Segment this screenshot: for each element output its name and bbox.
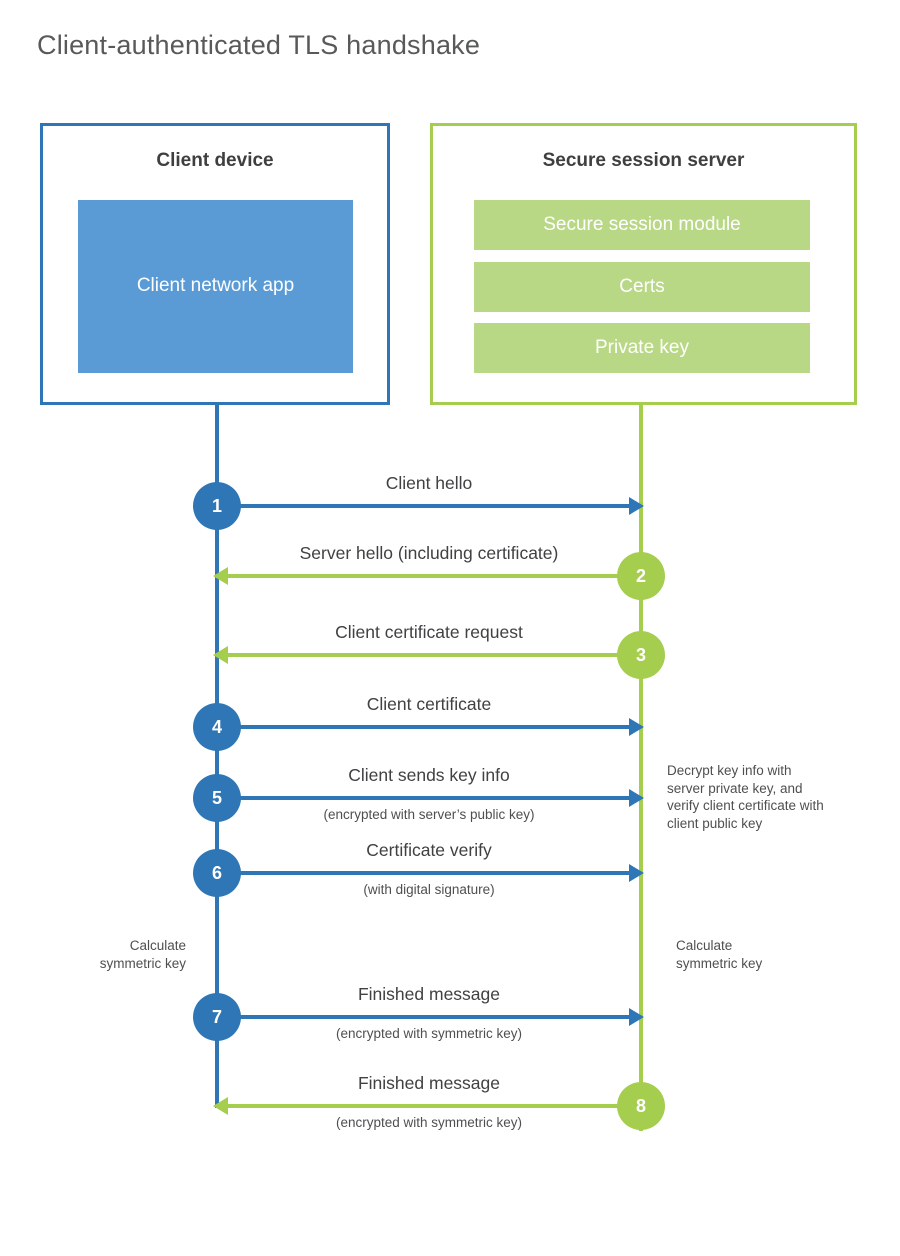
- client-network-app-label: Client network app: [136, 275, 295, 297]
- message-label: Client hello: [385, 473, 473, 493]
- message-arrow-line: [217, 1015, 641, 1019]
- message-row-1: Client hello: [217, 471, 644, 541]
- message-arrow-line: [217, 796, 641, 800]
- message-row-2: Server hello (including certificate): [213, 541, 641, 611]
- arrow-right-icon: [629, 497, 644, 515]
- message-arrow-line: [217, 504, 641, 508]
- message-label: Certificate verify: [366, 840, 492, 860]
- message-arrow-line: [217, 725, 641, 729]
- arrow-right-icon: [629, 718, 644, 736]
- server-calculate-key-note: Calculate symmetric key: [676, 938, 763, 971]
- message-row-7: Finished message (encrypted with symmetr…: [217, 982, 644, 1052]
- secure-session-server-title: Secure session server: [542, 150, 745, 171]
- arrow-left-icon: [213, 567, 228, 585]
- arrow-right-icon: [629, 789, 644, 807]
- server-module-secure-session: Secure session module: [474, 200, 810, 250]
- client-lifeline: [215, 405, 219, 1108]
- secure-session-server-box: Secure session server Secure session mod…: [430, 123, 857, 405]
- step-badge-2: 2: [617, 552, 665, 600]
- arrow-right-icon: [629, 864, 644, 882]
- message-sublabel: (encrypted with symmetric key): [335, 1115, 523, 1130]
- message-arrow-line: [217, 574, 641, 578]
- message-row-5: Client sends key info (encrypted with se…: [217, 763, 644, 833]
- step-badge-8: 8: [617, 1082, 665, 1130]
- step-badge-3: 3: [617, 631, 665, 679]
- message-sublabel: (with digital signature): [363, 882, 495, 897]
- message-label: Server hello (including certificate): [299, 543, 559, 563]
- client-device-box: Client device Client network app: [40, 123, 390, 405]
- arrow-left-icon: [213, 646, 228, 664]
- message-label: Client certificate request: [335, 622, 523, 642]
- page-title: Client-authenticated TLS handshake: [37, 30, 481, 60]
- arrow-right-icon: [629, 1008, 644, 1026]
- message-label: Finished message: [357, 984, 501, 1004]
- server-module-certs: Certs: [474, 262, 810, 312]
- step-badge-5: 5: [193, 774, 241, 822]
- server-module-private-key: Private key: [474, 323, 810, 373]
- message-sublabel: (encrypted with server’s public key): [323, 807, 535, 822]
- client-network-app-rect: Client network app: [78, 200, 353, 373]
- message-row-8: Finished message (encrypted with symmetr…: [213, 1071, 641, 1141]
- message-label: Client sends key info: [348, 765, 510, 785]
- step-badge-1: 1: [193, 482, 241, 530]
- message-sublabel: (encrypted with symmetric key): [335, 1026, 523, 1041]
- message-label: Finished message: [357, 1073, 501, 1093]
- arrow-left-icon: [213, 1097, 228, 1115]
- client-device-title: Client device: [156, 150, 274, 171]
- message-label: Client certificate: [366, 694, 492, 714]
- step-badge-6: 6: [193, 849, 241, 897]
- message-arrow-line: [217, 871, 641, 875]
- message-row-6: Certificate verify (with digital signatu…: [217, 838, 644, 908]
- message-arrow-line: [217, 653, 641, 657]
- step-badge-4: 4: [193, 703, 241, 751]
- server-lifeline: [639, 405, 643, 1131]
- message-arrow-line: [217, 1104, 641, 1108]
- step-badge-7: 7: [193, 993, 241, 1041]
- client-calculate-key-note: Calculate symmetric key: [99, 938, 186, 971]
- message-row-4: Client certificate: [217, 692, 644, 762]
- message-row-3: Client certificate request: [213, 620, 641, 690]
- server-decrypt-note: Decrypt key info with server private key…: [667, 763, 824, 831]
